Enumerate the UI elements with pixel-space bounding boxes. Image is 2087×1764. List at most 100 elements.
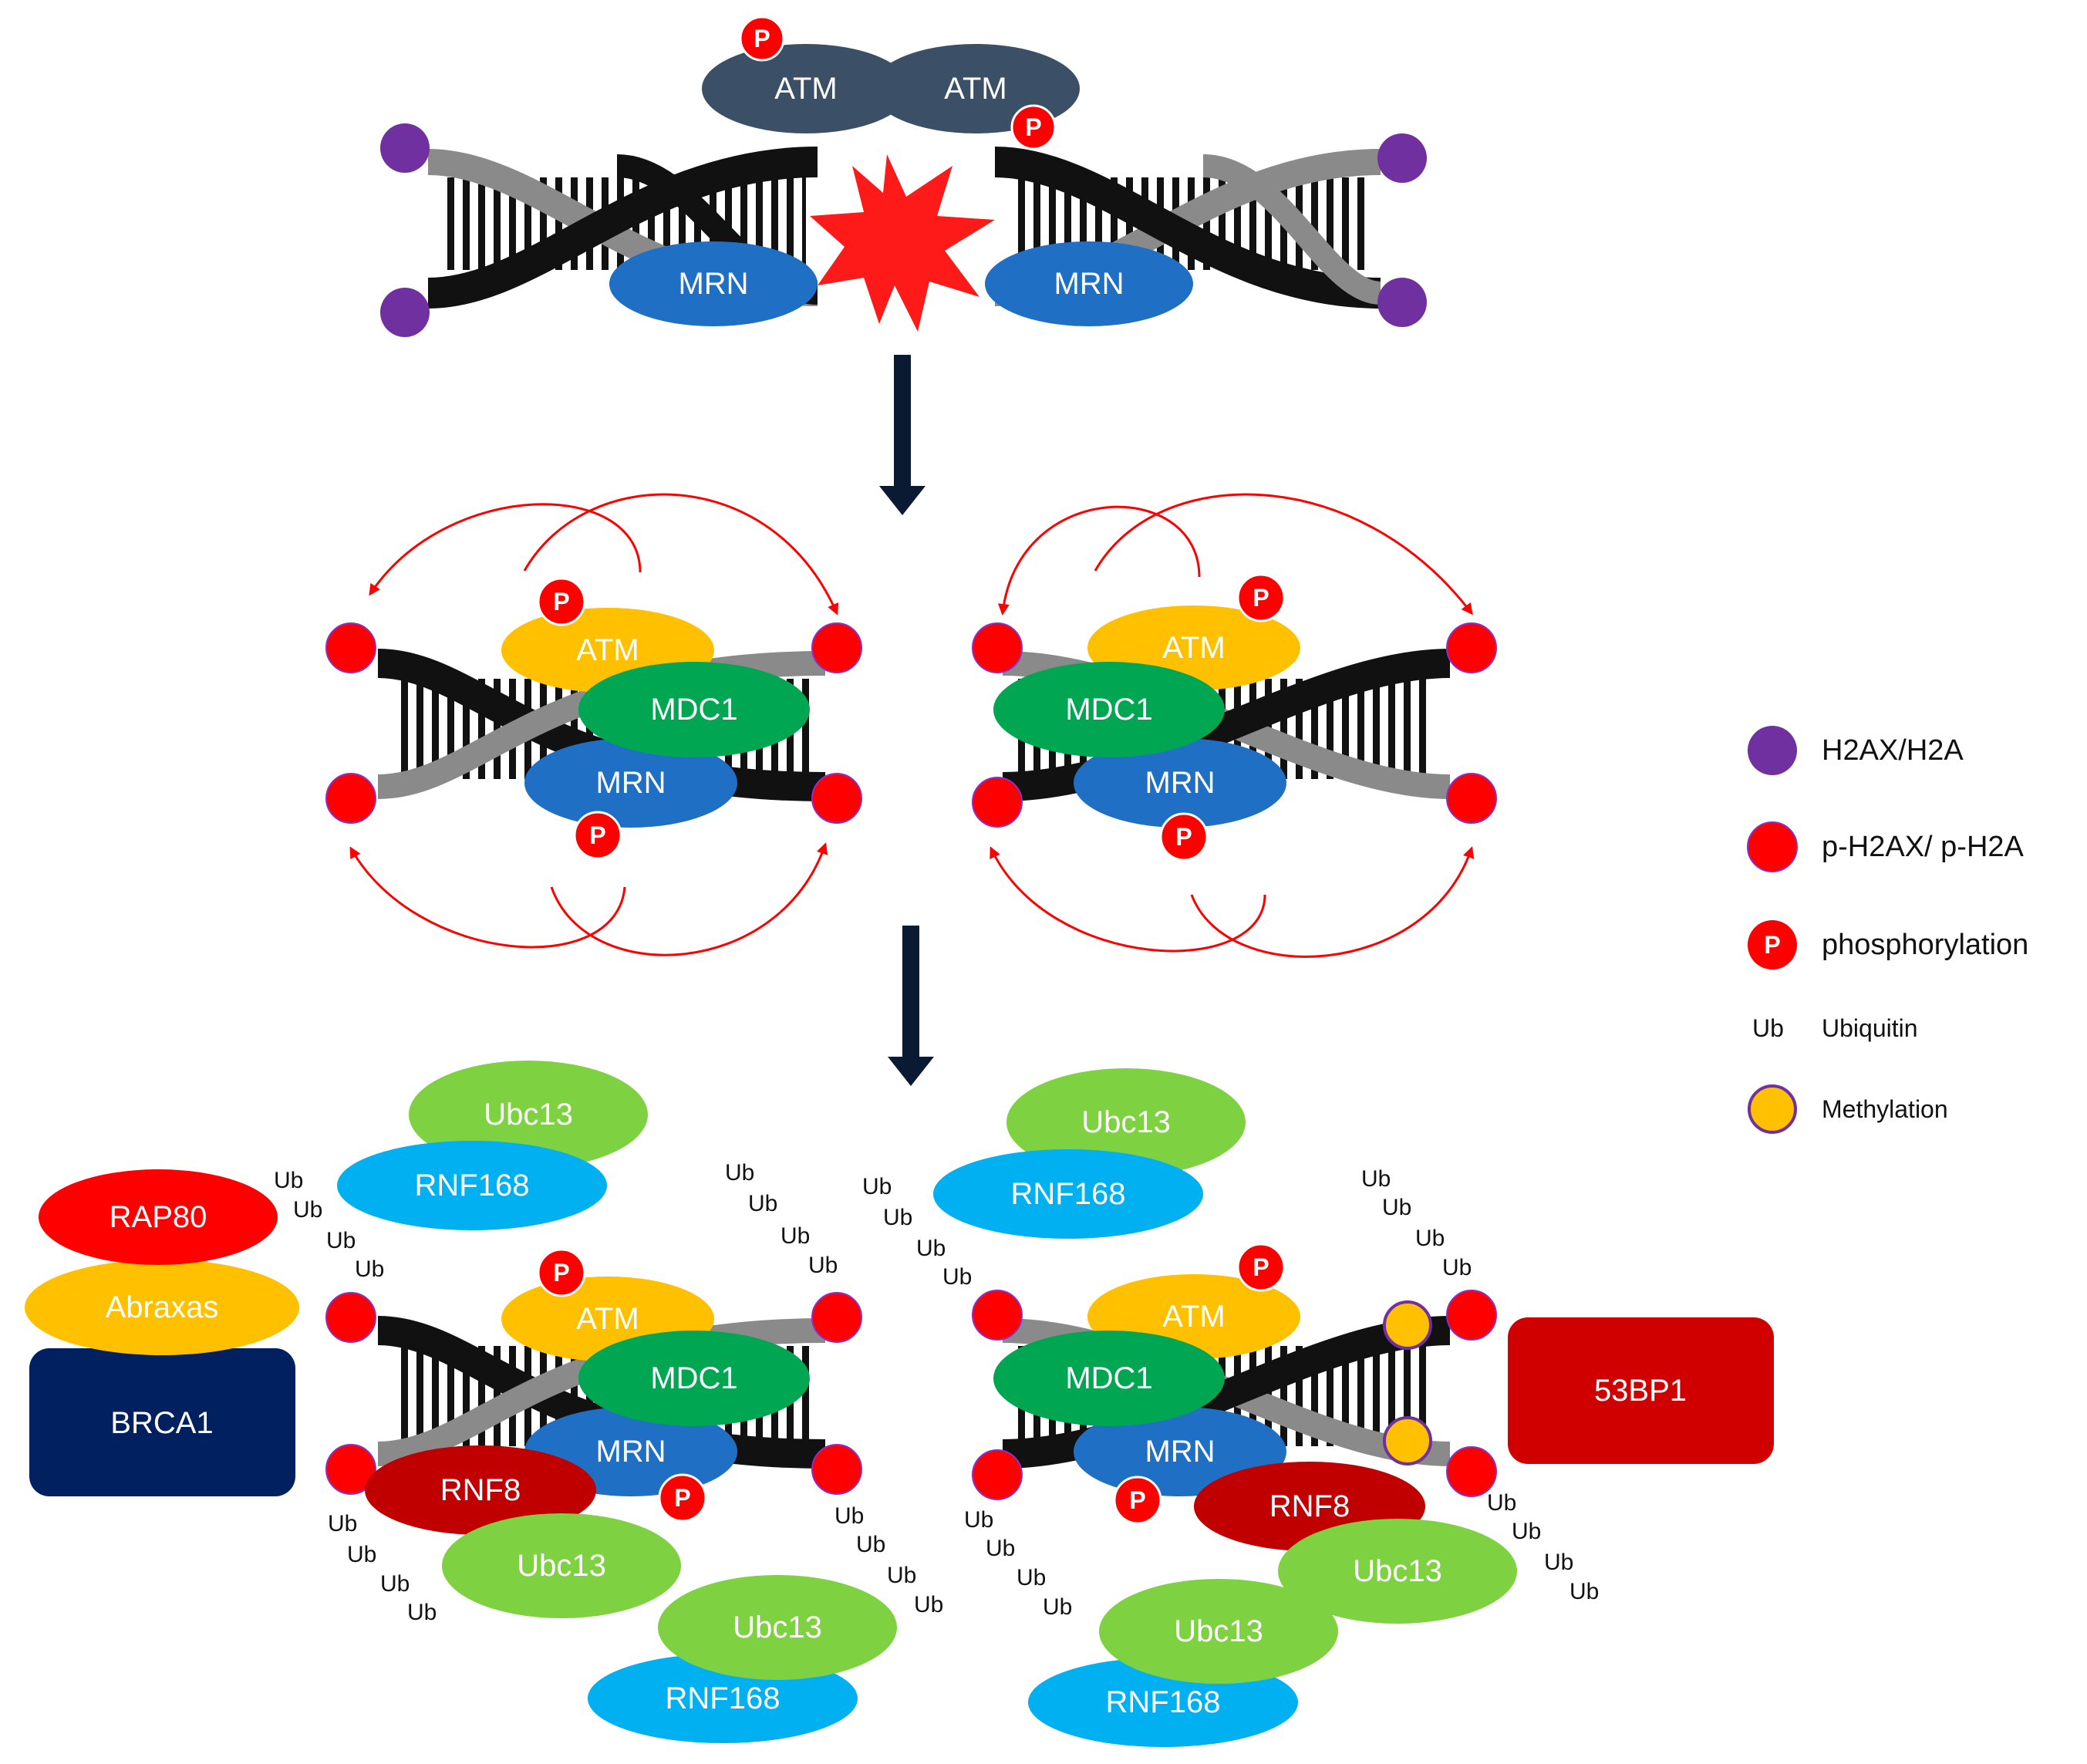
phospho-mark: P <box>1159 812 1209 862</box>
ubc13: Ubc13 <box>1278 1519 1517 1624</box>
svg-text:MRN: MRN <box>1145 766 1215 800</box>
svg-text:RNF8: RNF8 <box>440 1473 521 1507</box>
svg-text:RNF168: RNF168 <box>1011 1177 1126 1211</box>
p-h2ax-histone <box>811 622 862 673</box>
p-h2ax-histone <box>811 1292 862 1343</box>
svg-text:BRCA1: BRCA1 <box>110 1406 213 1440</box>
53bp1: 53BP1 <box>1508 1317 1774 1464</box>
mrn-complex: MRN <box>1074 738 1286 828</box>
svg-text:RNF168: RNF168 <box>1106 1685 1221 1719</box>
atm-label: ATM <box>944 72 1006 106</box>
svg-text:Ubc13: Ubc13 <box>484 1098 573 1132</box>
svg-text:P: P <box>754 25 770 52</box>
phospho-mark: P <box>1236 573 1286 622</box>
svg-text:P: P <box>1025 113 1041 141</box>
svg-text:Ub: Ub <box>1043 1594 1072 1620</box>
mrn-complex: MRN <box>609 241 818 326</box>
ubiquitin-chain: Ub Ub Ub Ub <box>274 1168 384 1282</box>
svg-text:Ub: Ub <box>1382 1195 1411 1220</box>
svg-text:Ub: Ub <box>1569 1579 1599 1604</box>
rnf168: RNF168 <box>337 1141 607 1230</box>
ubc13: Ubc13 <box>1099 1579 1338 1684</box>
svg-text:Ub: Ub <box>328 1511 357 1536</box>
abraxas: Abraxas <box>25 1260 299 1355</box>
svg-text:Ub: Ub <box>1442 1255 1472 1280</box>
svg-text:P: P <box>1175 823 1192 851</box>
svg-text:Ub: Ub <box>781 1223 810 1249</box>
legend-p-h2ax-label: p-H2AX/ p-H2A <box>1822 831 2025 863</box>
svg-text:Ubc13: Ubc13 <box>733 1611 822 1644</box>
svg-text:Ubc13: Ubc13 <box>517 1549 606 1583</box>
svg-text:MRN: MRN <box>678 267 748 301</box>
svg-text:Ubc13: Ubc13 <box>1353 1554 1442 1588</box>
svg-text:RNF168: RNF168 <box>415 1169 530 1202</box>
svg-text:P: P <box>553 1259 569 1287</box>
legend-phospho-swatch: P <box>1748 920 1797 970</box>
h2ax-histone <box>380 288 430 337</box>
p-h2ax-histone <box>325 773 376 824</box>
svg-text:Ubc13: Ubc13 <box>1081 1105 1171 1139</box>
legend-p-h2ax-swatch <box>1747 821 1798 872</box>
svg-text:RNF168: RNF168 <box>666 1681 781 1715</box>
rnf168: RNF168 <box>933 1149 1203 1239</box>
spreading-arrows-right <box>990 493 1475 958</box>
rap80: RAP80 <box>39 1169 278 1265</box>
svg-text:Ub: Ub <box>942 1264 972 1290</box>
svg-text:MRN: MRN <box>595 1435 666 1469</box>
svg-text:P: P <box>1253 584 1269 612</box>
ubiquitin-chain: Ub Ub Ub Ub <box>725 1160 838 1278</box>
svg-text:Ub: Ub <box>883 1205 912 1230</box>
brca1-complex: BRCA1 <box>29 1348 295 1496</box>
svg-text:MRN: MRN <box>595 766 666 800</box>
p-h2ax-histone <box>972 1290 1023 1341</box>
spreading-arrows-left <box>349 493 839 956</box>
p-h2ax-histone <box>1446 1290 1497 1341</box>
legend: H2AX/H2A p-H2AX/ p-H2A P phosphorylation… <box>1747 726 2028 1134</box>
svg-text:Ub: Ub <box>916 1236 946 1261</box>
mdc1: MDC1 <box>578 662 810 757</box>
ubiquitin-chain: Ub Ub Ub Ub <box>1361 1166 1472 1280</box>
ubiquitin-chain: Ub Ub Ub Ub <box>964 1507 1072 1620</box>
svg-text:ATM: ATM <box>576 633 639 667</box>
phospho-mark: P <box>537 577 586 626</box>
mrn-complex: MRN <box>524 738 737 828</box>
phospho-mark: P <box>537 1248 586 1297</box>
p-h2ax-histone <box>811 773 862 824</box>
svg-text:Ub: Ub <box>748 1191 777 1216</box>
legend-ub-symbol: Ub <box>1752 1014 1784 1042</box>
ubiquitin-chain: Ub Ub Ub Ub <box>862 1174 972 1290</box>
svg-text:Ub: Ub <box>1487 1490 1516 1516</box>
flow-arrow-down <box>888 926 934 1086</box>
mdc1: MDC1 <box>993 1331 1225 1426</box>
atm-dimer: ATM ATM <box>702 44 1080 133</box>
legend-phospho-label: phosphorylation <box>1822 929 2028 961</box>
ubc13: Ubc13 <box>442 1513 681 1618</box>
p-h2ax-histone <box>811 1444 862 1495</box>
p-h2ax-histone <box>325 1292 376 1343</box>
atm-label: ATM <box>774 72 837 106</box>
svg-text:Ub: Ub <box>1415 1226 1445 1251</box>
svg-text:MRN: MRN <box>1054 267 1124 301</box>
mdc1: MDC1 <box>578 1331 810 1426</box>
p-h2ax-histone <box>325 1444 376 1495</box>
dsb-break-star <box>810 154 995 332</box>
svg-text:Ub: Ub <box>862 1174 892 1199</box>
phospho-mark: P <box>1236 1243 1286 1292</box>
svg-text:Ub: Ub <box>986 1536 1015 1561</box>
svg-text:Ub: Ub <box>834 1503 864 1529</box>
svg-text:ATM: ATM <box>1162 1300 1225 1334</box>
svg-text:MDC1: MDC1 <box>1065 1361 1152 1395</box>
p-h2ax-histone <box>972 777 1023 828</box>
p-h2ax-histone <box>1446 1446 1497 1497</box>
svg-text:Ub: Ub <box>964 1507 993 1533</box>
ubc13: Ubc13 <box>1006 1068 1246 1176</box>
legend-methylation-label: Methylation <box>1822 1095 1948 1123</box>
h2ax-histone <box>380 123 430 173</box>
mdc1: MDC1 <box>993 662 1225 757</box>
svg-text:ATM: ATM <box>576 1302 639 1336</box>
svg-text:RAP80: RAP80 <box>110 1200 207 1234</box>
svg-text:Ub: Ub <box>380 1571 410 1597</box>
p-h2ax-histone <box>325 622 376 673</box>
svg-text:P: P <box>1764 931 1780 959</box>
